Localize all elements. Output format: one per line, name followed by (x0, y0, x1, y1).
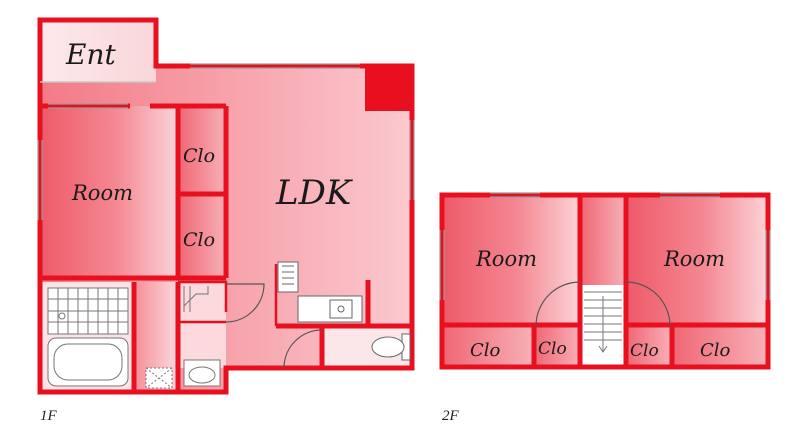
hallway-2f (580, 195, 626, 285)
inner-walls-1f (178, 264, 278, 326)
label-closet-upper-1f: Clo (183, 145, 215, 167)
washer-space (145, 367, 173, 389)
label-room-right-2f: Room (663, 247, 725, 271)
accent-block (365, 66, 412, 111)
closet-2-2f (534, 325, 580, 367)
closet-3-2f (626, 325, 672, 367)
doors-2f (535, 281, 671, 327)
kitchen-counter (277, 261, 363, 323)
stairs-1f (183, 286, 209, 312)
doors-1f (225, 283, 323, 369)
label-room-left-2f: Room (475, 247, 537, 271)
bathtub (47, 287, 129, 387)
closet-1-2f (442, 325, 534, 367)
closet-upper-1f (178, 106, 226, 194)
toilet-fixture (371, 333, 411, 361)
stairs-2f (584, 291, 622, 353)
label-closet-4-2f: Clo (700, 340, 731, 361)
closet-lower-1f (178, 194, 226, 278)
first-floor: Ent Room Clo Clo LDK 1F (37, 17, 415, 424)
label-closet-1-2f: Clo (470, 340, 501, 361)
room-right-2f (626, 195, 768, 325)
walls-1f (37, 17, 415, 395)
label-entrance: Ent (65, 38, 116, 71)
windows-2f (439, 192, 771, 300)
walls-2f (439, 192, 771, 370)
entrance-area (40, 20, 156, 82)
label-closet-lower-1f: Clo (183, 229, 215, 251)
second-floor: Room Room Clo Clo Clo Clo 2F (439, 192, 771, 424)
label-ldk: LDK (275, 173, 354, 213)
label-room-1f: Room (71, 181, 133, 205)
label-closet-3-2f: Clo (630, 341, 659, 361)
washbasin (183, 359, 221, 387)
windows-1f (37, 63, 415, 220)
closet-4-2f (672, 325, 768, 367)
stair-area-1f (178, 282, 226, 368)
label-closet-2-2f: Clo (538, 339, 567, 359)
floor-label-1f: 1F (40, 408, 58, 424)
floor-label-2f: 2F (442, 408, 460, 424)
room-left-2f (442, 195, 580, 325)
room-1f (40, 106, 178, 278)
